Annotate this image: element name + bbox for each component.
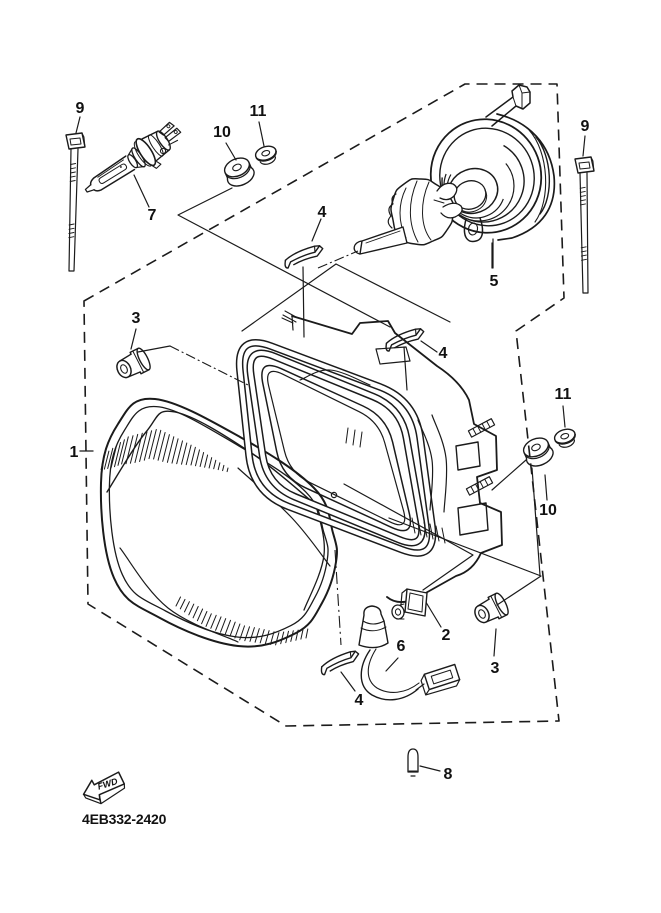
- svg-text:7: 7: [148, 207, 157, 224]
- svg-text:9: 9: [581, 118, 590, 135]
- svg-text:11: 11: [555, 386, 572, 403]
- svg-text:3: 3: [491, 660, 500, 677]
- svg-text:3: 3: [132, 310, 141, 327]
- svg-text:4: 4: [439, 345, 448, 362]
- svg-text:4EB332-2420: 4EB332-2420: [82, 811, 167, 827]
- svg-text:10: 10: [213, 124, 231, 141]
- svg-text:11: 11: [250, 103, 267, 120]
- svg-text:1: 1: [70, 444, 79, 461]
- svg-text:9: 9: [76, 100, 85, 117]
- svg-text:10: 10: [539, 502, 557, 519]
- svg-text:4: 4: [318, 204, 327, 221]
- svg-text:6: 6: [397, 638, 406, 655]
- svg-text:4: 4: [355, 692, 364, 709]
- svg-text:5: 5: [490, 273, 499, 290]
- svg-text:2: 2: [442, 627, 451, 644]
- svg-text:8: 8: [444, 766, 453, 783]
